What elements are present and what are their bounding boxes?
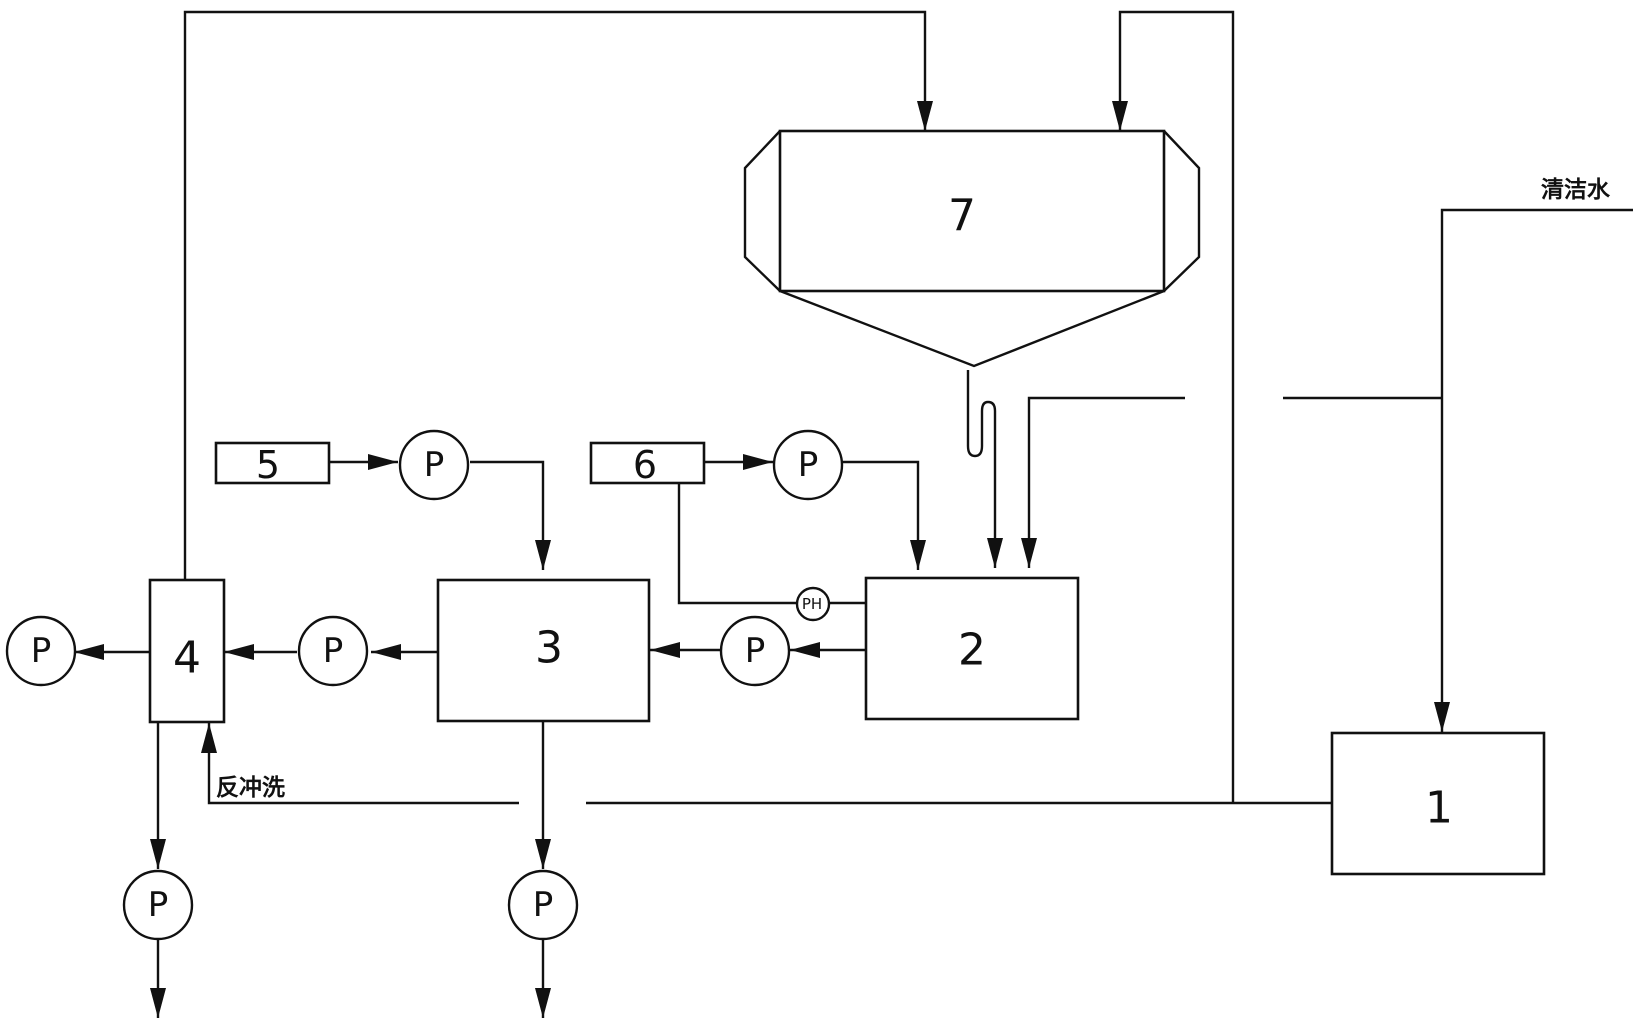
pump-3-drain: P	[507, 869, 579, 941]
unit-5-label: 5	[256, 443, 280, 487]
unit-4-label: 4	[173, 633, 201, 684]
pump-4-out: P	[5, 615, 77, 687]
pump-dosing-5: P	[398, 429, 470, 501]
unit-1-label: 1	[1425, 783, 1453, 834]
pump-dosing-6: P	[772, 429, 844, 501]
clean-water-label: 清洁水	[1541, 177, 1611, 203]
unit-3-label: 3	[535, 623, 563, 674]
hopper-outlet-u-tube	[966, 370, 1003, 568]
unit-1-tank: 1	[1330, 731, 1546, 876]
unit-6-label: 6	[633, 443, 657, 487]
pump-4-drain: P	[122, 869, 194, 941]
pump-2-to-3: P	[719, 615, 791, 687]
pump-label: P	[798, 445, 819, 485]
ph-control-line	[677, 483, 866, 605]
pump-label: P	[745, 631, 766, 671]
ph-sensor-label: PH	[802, 595, 822, 613]
pump-label: P	[533, 885, 554, 925]
unit-2-label: 2	[958, 625, 986, 676]
backwash-label: 反冲洗	[216, 775, 285, 801]
clean-water-line	[1434, 208, 1633, 732]
line-to-tank-2-top	[1021, 396, 1185, 568]
unit-4-filter: 4	[148, 578, 226, 724]
dosing-unit-5: 5	[214, 441, 331, 487]
pump-3-to-4: P	[297, 615, 369, 687]
line-pump-to-2	[843, 460, 926, 570]
pump-label: P	[148, 885, 169, 925]
ph-sensor	[795, 586, 831, 622]
unit-2-tank: 2	[864, 576, 1080, 721]
pump-label: P	[424, 445, 445, 485]
pump-label: P	[31, 631, 52, 671]
dosing-unit-6: 6	[589, 441, 706, 487]
line-pump-to-3	[470, 460, 551, 570]
line-4-to-7	[183, 10, 933, 580]
unit-3-tank: 3	[436, 578, 651, 723]
pump-label: P	[323, 631, 344, 671]
unit-7-tank: 7	[743, 129, 1201, 368]
line-backwash-left	[201, 723, 519, 805]
unit-7-label: 7	[948, 191, 976, 242]
line-1-to-7	[1112, 10, 1235, 803]
